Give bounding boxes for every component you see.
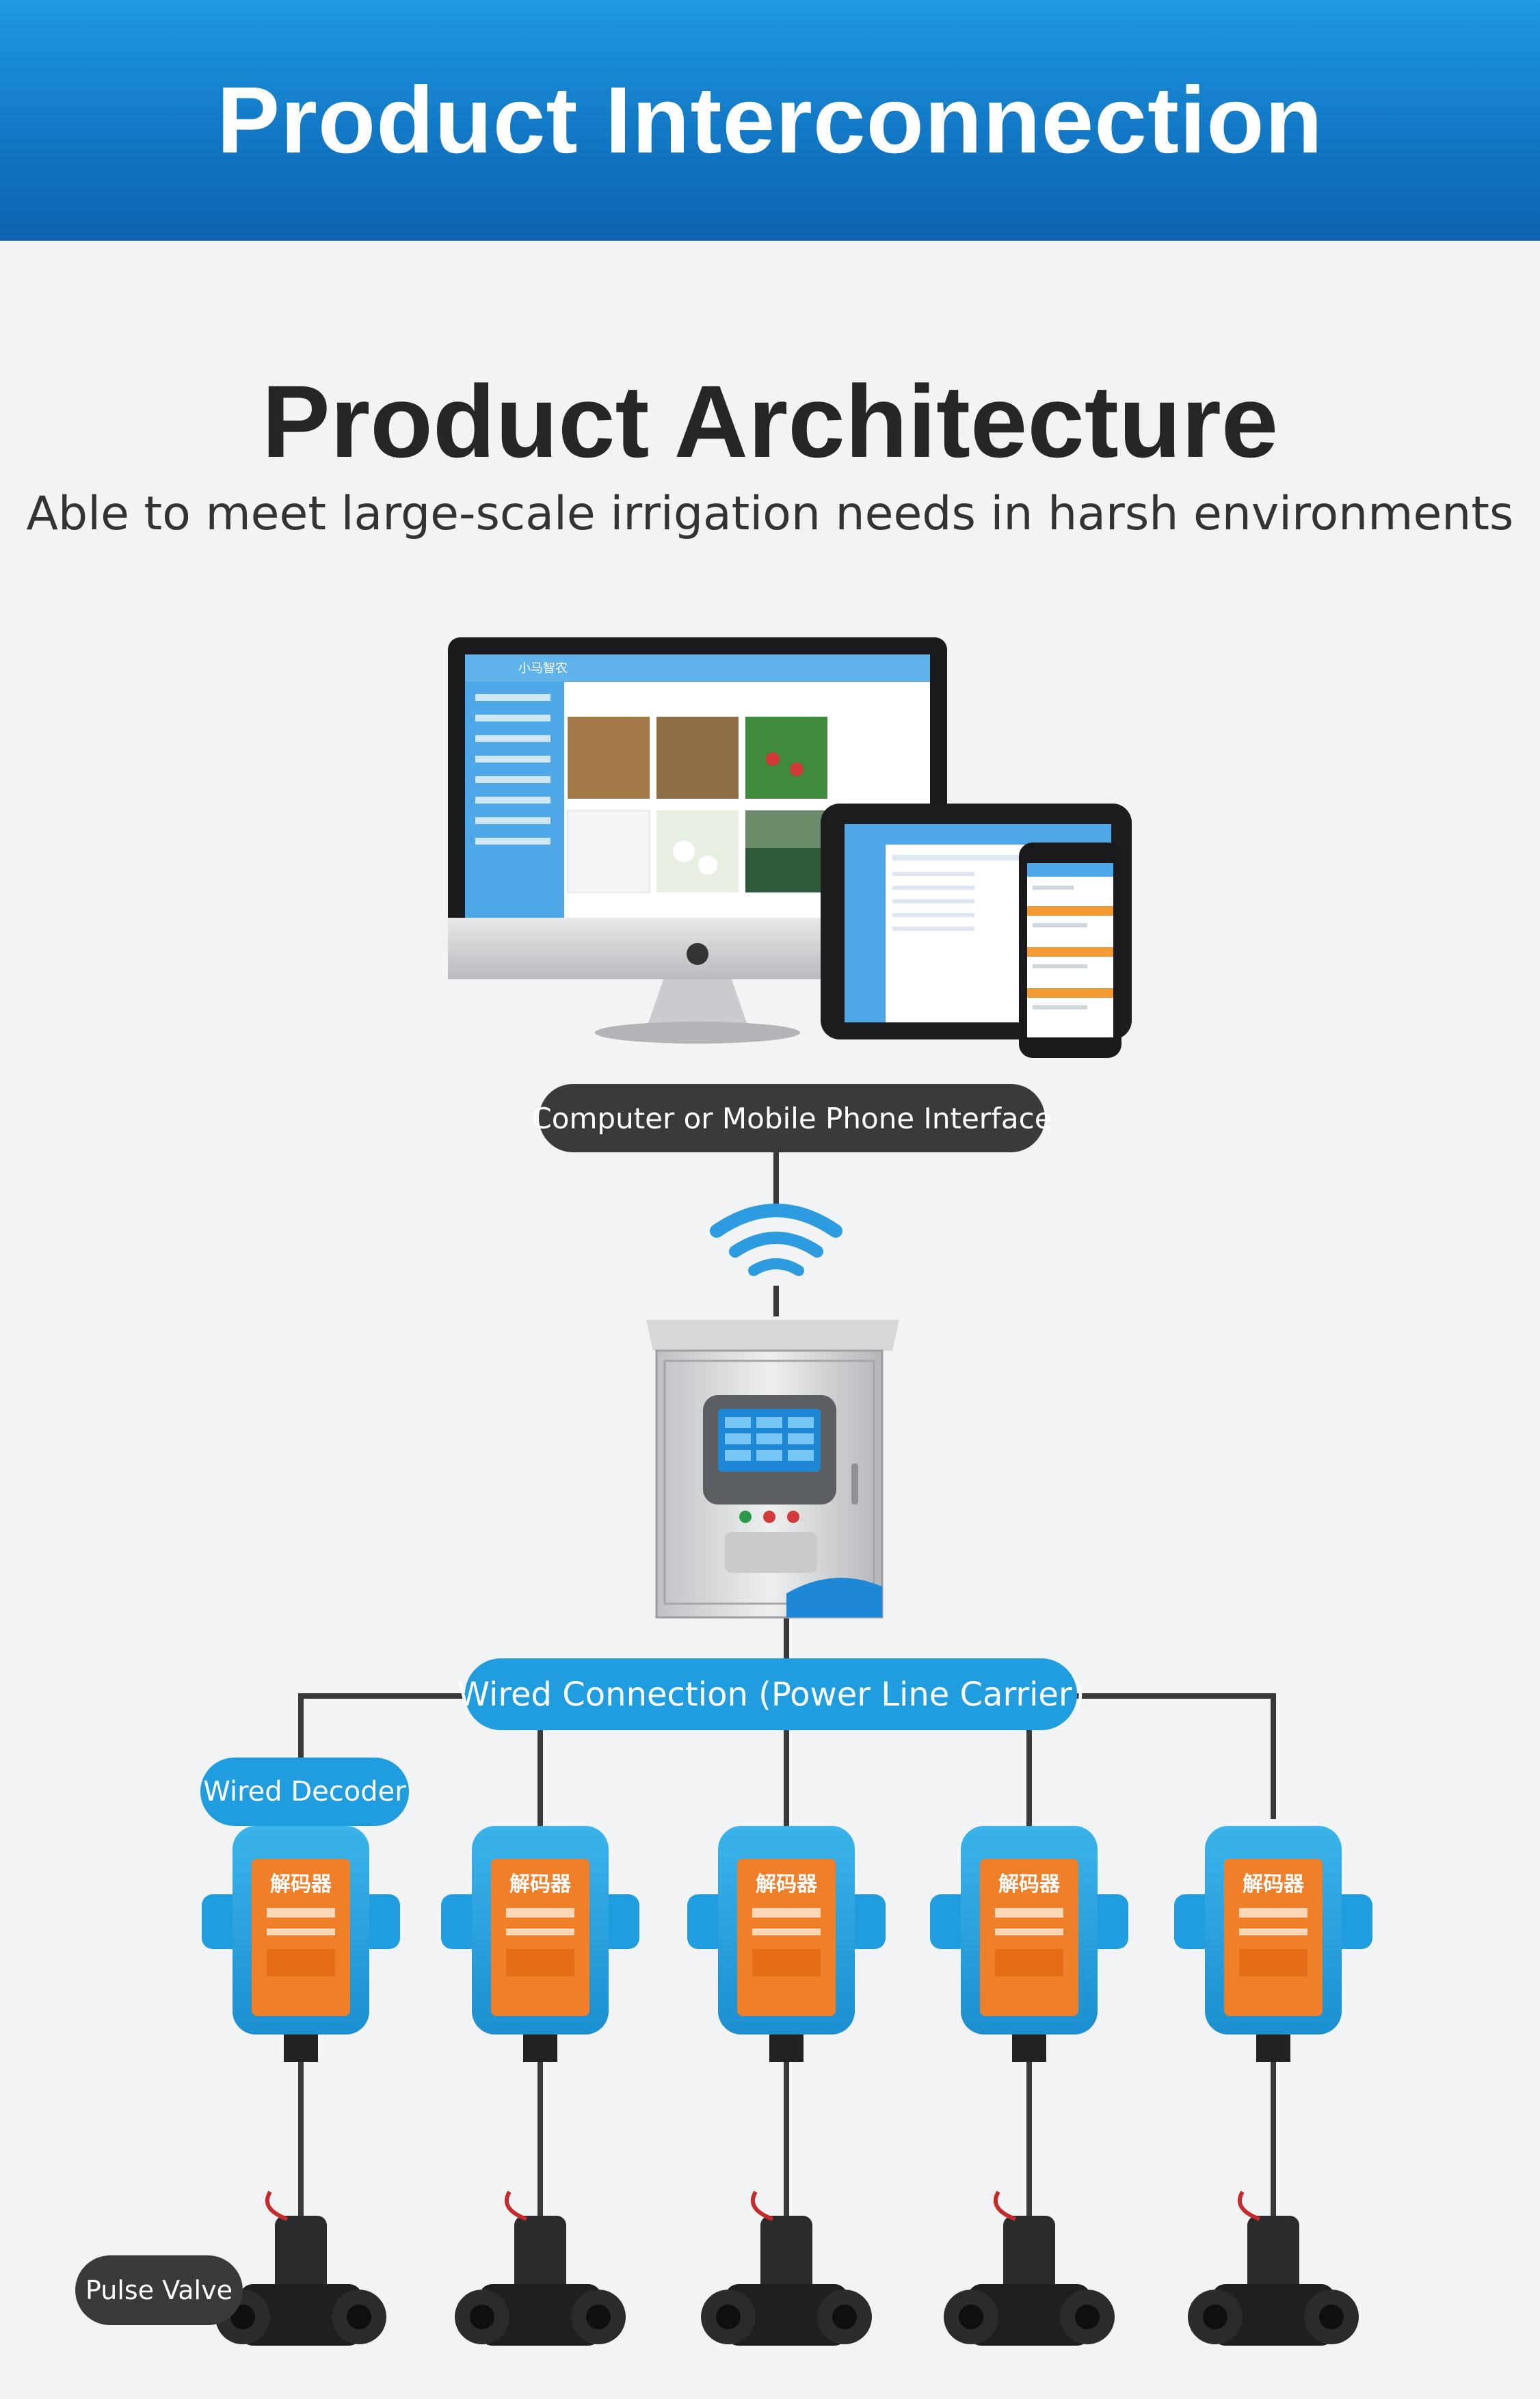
decoder-3: 解码器 <box>687 1826 886 2062</box>
decoder-callout-label: Wired Decoder <box>200 1758 409 1826</box>
banner-title: Product Interconnection <box>217 67 1323 173</box>
connection-label: Wired Connection (Power Line Carrier) <box>457 1658 1085 1730</box>
valve-callout-label: Pulse Valve <box>75 2255 243 2325</box>
decoder-label: 解码器 <box>270 1872 332 1896</box>
decoder-4: 解码器 <box>930 1826 1128 2062</box>
decoder-2: 解码器 <box>441 1826 639 2062</box>
decoder-label: 解码器 <box>998 1872 1061 1896</box>
pulse-valve-3 <box>701 2190 872 2346</box>
page-subtitle: Able to meet large-scale irrigation need… <box>26 487 1514 541</box>
pulse-valve-2 <box>455 2190 626 2346</box>
page-title: Product Architecture <box>261 364 1279 479</box>
decoder-label: 解码器 <box>756 1872 818 1896</box>
app-name: 小马智农 <box>518 661 568 676</box>
control-cabinet <box>646 1320 899 1619</box>
wifi-icon <box>710 1204 842 1276</box>
pulse-valve-5 <box>1188 2190 1359 2346</box>
phone <box>1019 843 1121 1058</box>
interface-label: Computer or Mobile Phone Interface <box>531 1084 1052 1152</box>
pulse-valve-1 <box>215 2190 386 2346</box>
decoder-5: 解码器 <box>1174 1826 1372 2062</box>
header-banner: Product Interconnection <box>0 0 1540 241</box>
decoder-1: 解码器 <box>202 1826 400 2062</box>
decoder-label: 解码器 <box>509 1872 572 1896</box>
decoder-label: 解码器 <box>1243 1872 1305 1896</box>
pulse-valve-4 <box>944 2190 1115 2346</box>
decoder-group: 解码器 解码器 解码器 解码器 <box>202 1826 1372 2062</box>
valve-group <box>215 2190 1359 2346</box>
